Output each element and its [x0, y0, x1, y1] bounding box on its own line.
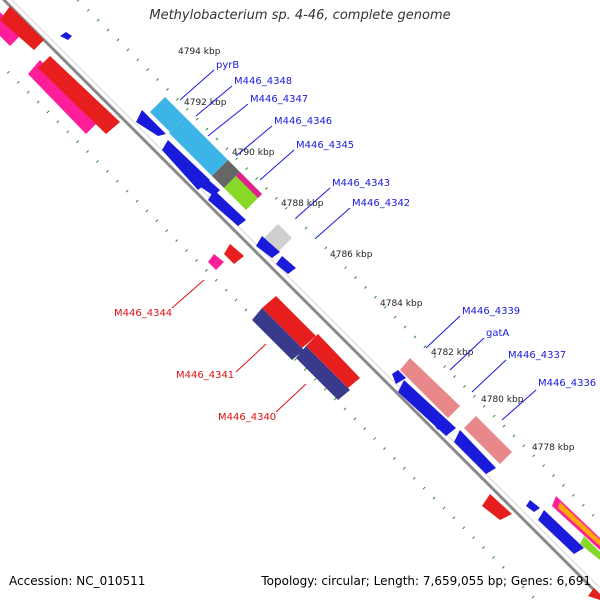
- gene-M446_4348-feature[interactable]: [169, 117, 228, 176]
- gene-label-M446_4347[interactable]: M446_4347: [250, 94, 308, 105]
- genome-summary: Topology: circular; Length: 7,659,055 bp…: [261, 574, 591, 588]
- gene-label-M446_4336[interactable]: M446_4336: [538, 378, 596, 389]
- forward-tick-track: [76, 0, 600, 524]
- gene-pyrB-feature[interactable]: [150, 97, 185, 132]
- tick-label: 4782 kbp: [431, 348, 474, 358]
- tick-label: 4794 kbp: [178, 47, 221, 57]
- gene-M446_4346-feature[interactable]: [224, 172, 262, 210]
- reverse-leader-lines: [171, 279, 307, 413]
- tick-label: 4780 kbp: [481, 395, 524, 405]
- gene-label-M446_4348[interactable]: M446_4348: [234, 76, 292, 87]
- blue-arrows: [60, 32, 584, 554]
- reverse-gene-labels: M446_4344 M446_4341 M446_4340: [114, 308, 276, 423]
- tick-label: 4790 kbp: [232, 148, 275, 158]
- accession-label: Accession: NC_010511: [9, 574, 146, 588]
- gene-label-pyrB[interactable]: pyrB: [216, 60, 239, 71]
- tick-label: 4784 kbp: [380, 299, 423, 309]
- gene-label-M446_4345[interactable]: M446_4345: [296, 140, 354, 151]
- reverse-features: [0, 6, 600, 600]
- tick-label: 4788 kbp: [281, 199, 324, 209]
- gene-label-M446_4344[interactable]: M446_4344: [114, 308, 172, 319]
- salmon-features: [400, 358, 512, 464]
- forward-gene-labels: pyrB M446_4348 M446_4347 M446_4346 M446_…: [216, 60, 596, 389]
- gene-label-M446_4342[interactable]: M446_4342: [352, 198, 410, 209]
- kbp-tick-labels: 4794 kbp 4792 kbp 4790 kbp 4788 kbp 4786…: [178, 47, 575, 453]
- gene-label-M446_4341[interactable]: M446_4341: [176, 370, 234, 381]
- gene-label-M446_4340[interactable]: M446_4340: [218, 412, 276, 423]
- gene-label-M446_4343[interactable]: M446_4343: [332, 178, 390, 189]
- tick-label: 4778 kbp: [532, 443, 575, 453]
- gene-M446_4347-feature[interactable]: [212, 160, 240, 188]
- forward-leader-lines: [179, 69, 537, 421]
- gene-label-gatA[interactable]: gatA: [486, 328, 509, 339]
- gene-label-M446_4346[interactable]: M446_4346: [274, 116, 332, 127]
- gene-label-M446_4337[interactable]: M446_4337: [508, 350, 566, 361]
- map-title: Methylobacterium sp. 4-46, complete geno…: [149, 8, 451, 23]
- gene-label-M446_4339[interactable]: M446_4339: [462, 306, 520, 317]
- tick-label: 4792 kbp: [184, 98, 227, 108]
- tick-label: 4786 kbp: [330, 250, 373, 260]
